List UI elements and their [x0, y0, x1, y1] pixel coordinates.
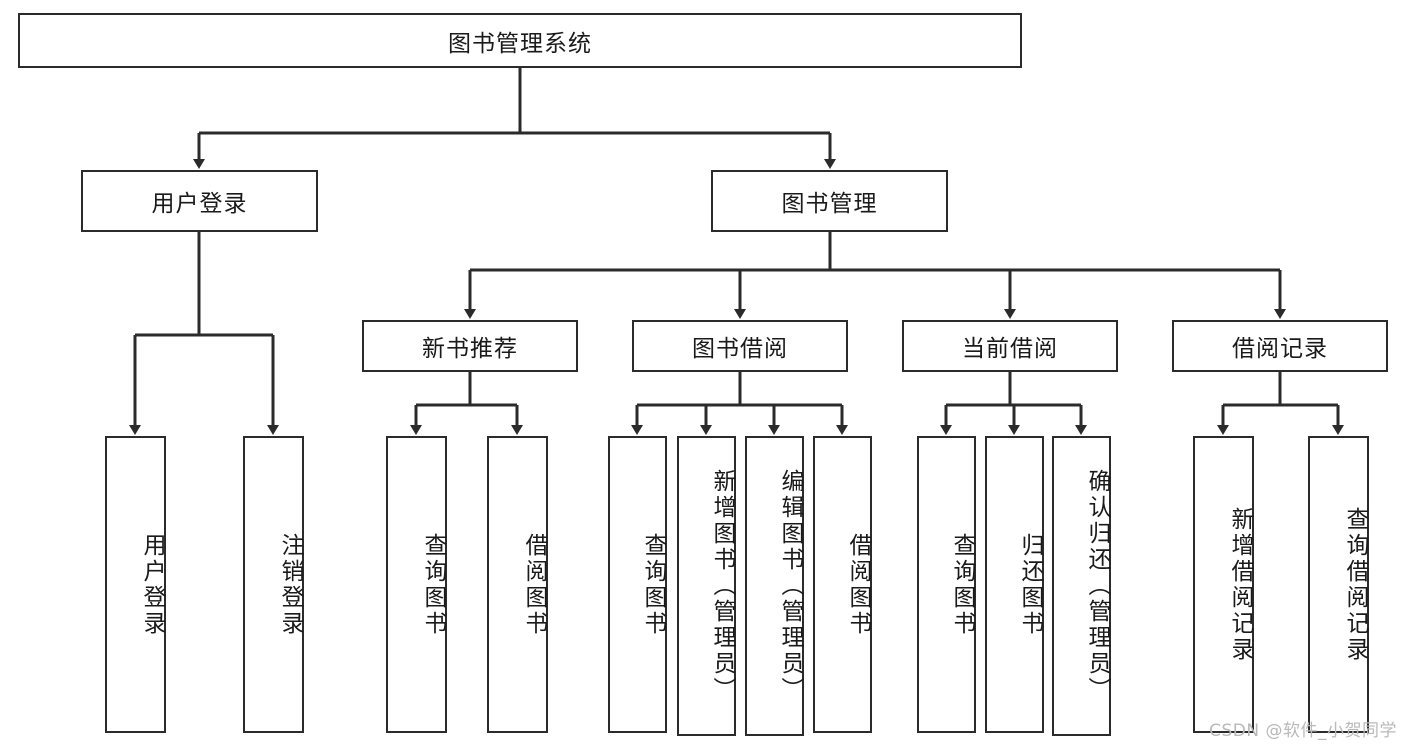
- node-leaf-query-book-rec[interactable]: 查询图书: [386, 436, 447, 733]
- node-root[interactable]: 图书管理系统: [18, 13, 1022, 68]
- node-leaf-edit-book-admin[interactable]: 编辑图书（管理员）: [745, 436, 804, 736]
- watermark: CSDN @软件_小贺同学: [1209, 721, 1397, 741]
- node-book-manage-label: 图书管理: [781, 191, 878, 217]
- node-leaf-query-borrow-record-label: 查询借阅记录: [1342, 506, 1368, 663]
- node-leaf-user-login[interactable]: 用户登录: [105, 436, 166, 733]
- node-leaf-user-login-label: 用户登录: [139, 532, 165, 637]
- node-root-label: 图书管理系统: [448, 30, 592, 57]
- node-current-borrow[interactable]: 当前借阅: [902, 320, 1118, 372]
- node-leaf-query-book-cur-label: 查询图书: [949, 532, 975, 637]
- node-leaf-return-book-label: 归还图书: [1017, 532, 1043, 637]
- node-leaf-query-book-cur[interactable]: 查询图书: [917, 436, 976, 733]
- node-leaf-add-book-admin[interactable]: 新增图书（管理员）: [677, 436, 736, 736]
- node-book-borrow-label: 图书借阅: [692, 336, 788, 362]
- node-borrow-record-label: 借阅记录: [1232, 336, 1328, 362]
- node-leaf-user-logout[interactable]: 注销登录: [243, 436, 304, 733]
- node-leaf-query-book-borrow[interactable]: 查询图书: [608, 436, 667, 733]
- node-leaf-borrow-book-rec[interactable]: 借阅图书: [487, 436, 548, 733]
- node-current-borrow-label: 当前借阅: [962, 336, 1058, 362]
- node-leaf-query-borrow-record[interactable]: 查询借阅记录: [1308, 436, 1369, 733]
- node-new-book-recommend-label: 新书推荐: [422, 336, 518, 362]
- node-leaf-add-borrow-record[interactable]: 新增借阅记录: [1193, 436, 1254, 733]
- node-user-login[interactable]: 用户登录: [81, 170, 318, 232]
- node-leaf-query-book-borrow-label: 查询图书: [640, 532, 666, 637]
- node-leaf-borrow-book[interactable]: 借阅图书: [813, 436, 872, 733]
- node-leaf-borrow-book-label: 借阅图书: [845, 532, 871, 637]
- node-leaf-confirm-return-admin[interactable]: 确认归还（管理员）: [1052, 436, 1111, 736]
- node-leaf-confirm-return-admin-label: 确认归还（管理员）: [1084, 469, 1110, 703]
- node-borrow-record[interactable]: 借阅记录: [1172, 320, 1388, 372]
- node-leaf-return-book[interactable]: 归还图书: [985, 436, 1044, 733]
- node-book-borrow[interactable]: 图书借阅: [632, 320, 848, 372]
- node-leaf-add-borrow-record-label: 新增借阅记录: [1227, 506, 1253, 663]
- node-new-book-recommend[interactable]: 新书推荐: [362, 320, 578, 372]
- node-book-manage[interactable]: 图书管理: [711, 170, 948, 232]
- node-user-login-label: 用户登录: [151, 191, 248, 217]
- node-leaf-user-logout-label: 注销登录: [277, 532, 303, 637]
- node-leaf-edit-book-admin-label: 编辑图书（管理员）: [777, 469, 803, 703]
- node-leaf-query-book-rec-label: 查询图书: [420, 532, 446, 637]
- node-leaf-add-book-admin-label: 新增图书（管理员）: [709, 469, 735, 703]
- node-leaf-borrow-book-rec-label: 借阅图书: [521, 532, 547, 637]
